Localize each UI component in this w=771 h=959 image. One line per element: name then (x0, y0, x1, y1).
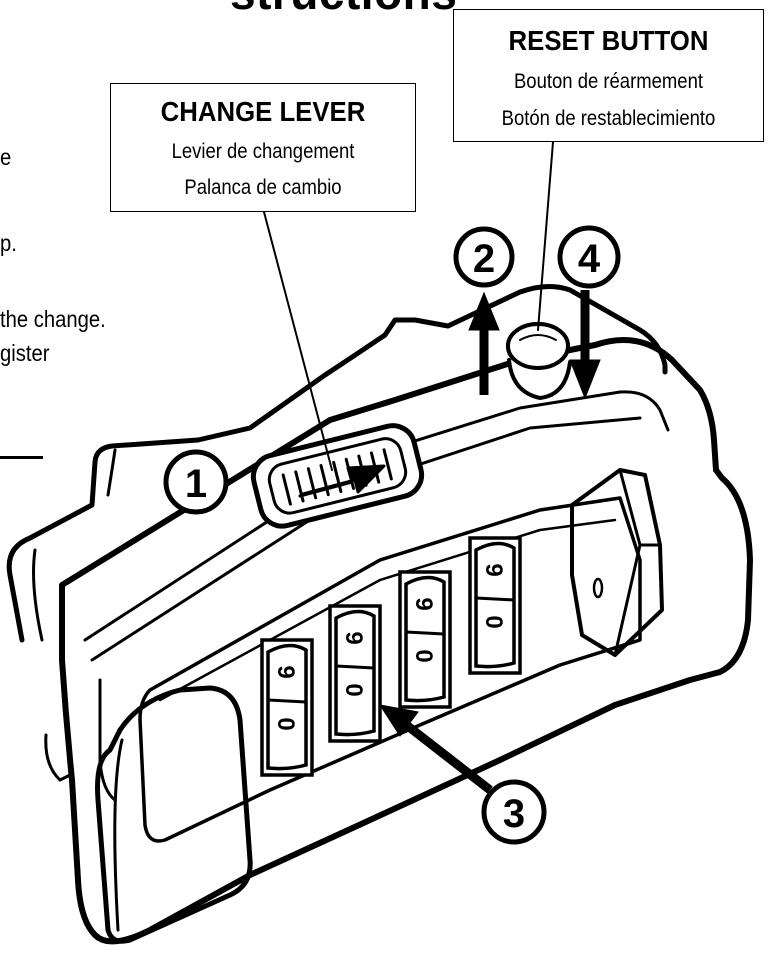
step-2-label: 2 (473, 237, 495, 281)
change-lever (250, 423, 425, 529)
lever-slide-arrow (298, 464, 386, 498)
page-heading-fragment: structions (230, 0, 457, 20)
wheel-3 (398, 570, 452, 709)
wheel-3-top-digit: 9 (410, 597, 437, 610)
reset-button-callout: RESET BUTTON Bouton de réarmement Botón … (453, 9, 764, 142)
change-lever-leader (263, 211, 333, 471)
wheel-1-top-digit: 9 (272, 665, 299, 678)
step-3-circle (481, 779, 547, 845)
wheel-3-bottom-digit: 0 (410, 649, 437, 662)
right-end-block (570, 468, 664, 657)
section-divider (0, 456, 43, 459)
step-4-label: 4 (578, 237, 601, 281)
lock-housing (59, 337, 753, 945)
reset-callout-title: RESET BUTTON (508, 25, 709, 56)
step-1-label: 1 (185, 462, 207, 506)
wheel-4-bottom-digit: 0 (480, 615, 507, 628)
left-end-cap (95, 685, 253, 944)
change-callout-title: CHANGE LEVER (160, 96, 366, 127)
lock-back-plate (6, 284, 668, 643)
wheel-window (138, 496, 642, 843)
change-lever-callout: CHANGE LEVER Levier de changement Palanc… (110, 83, 416, 212)
step-1-circle (163, 449, 229, 515)
wheel-4-top-digit: 9 (480, 563, 507, 576)
wheel-2-top-digit: 9 (340, 631, 367, 644)
instruction-fragment-3: the change. (0, 306, 106, 332)
change-callout-french: Levier de changement (171, 140, 355, 163)
wheel-4 (468, 536, 522, 675)
wheel-2-bottom-digit: 0 (340, 683, 367, 696)
step-2-circle (453, 226, 515, 288)
reset-button-leader (537, 141, 554, 331)
wheel-1-bottom-digit: 0 (272, 717, 299, 730)
combination-wheels (260, 536, 522, 777)
instruction-fragment-4: gister (0, 340, 50, 366)
step-3-label: 3 (503, 792, 525, 836)
instruction-fragment-1: e (0, 144, 12, 170)
reset-callout-french: Bouton de réarmement (513, 70, 704, 93)
wheel-2 (328, 604, 382, 743)
change-callout-spanish: Palanca de cambio (184, 176, 342, 199)
reset-callout-spanish: Botón de restablecimiento (501, 107, 716, 130)
step-4-circle (557, 225, 621, 289)
wheel-1 (260, 638, 314, 777)
instruction-fragment-2: p. (0, 230, 17, 256)
step-3-arrow-shaft (397, 716, 493, 794)
